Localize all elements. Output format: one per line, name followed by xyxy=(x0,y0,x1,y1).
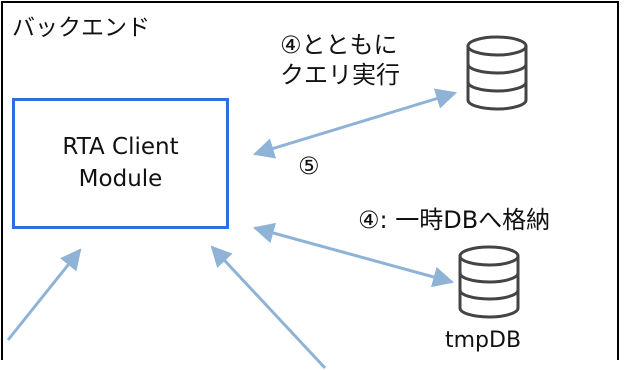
arrow-module-to-tmpdb xyxy=(252,222,455,288)
arrow-from-bottom-left xyxy=(6,248,82,341)
rta-client-module-box: RTA Client Module xyxy=(12,98,229,229)
step5-label: ⑤ xyxy=(298,152,320,180)
tmp-store-note: ④: 一時DBへ格納 xyxy=(358,206,551,234)
module-label-line1: RTA Client xyxy=(62,134,179,160)
query-note: ④とともに クエリ実行 xyxy=(280,30,400,90)
module-label-line2: Module xyxy=(78,166,163,192)
backend-title: バックエンド xyxy=(12,15,150,41)
tmpdb-label: tmpDB xyxy=(445,328,522,353)
arrow-module-to-top-db xyxy=(252,88,458,159)
query-note-line2: クエリ実行 xyxy=(280,61,400,89)
query-note-line1: ④とともに xyxy=(280,31,398,59)
module-label: RTA Client Module xyxy=(15,131,226,195)
database-icon xyxy=(466,35,528,111)
backend-border xyxy=(1,1,619,360)
arrow-from-bottom-center xyxy=(210,245,327,370)
tmpdb-database-icon xyxy=(458,245,520,319)
